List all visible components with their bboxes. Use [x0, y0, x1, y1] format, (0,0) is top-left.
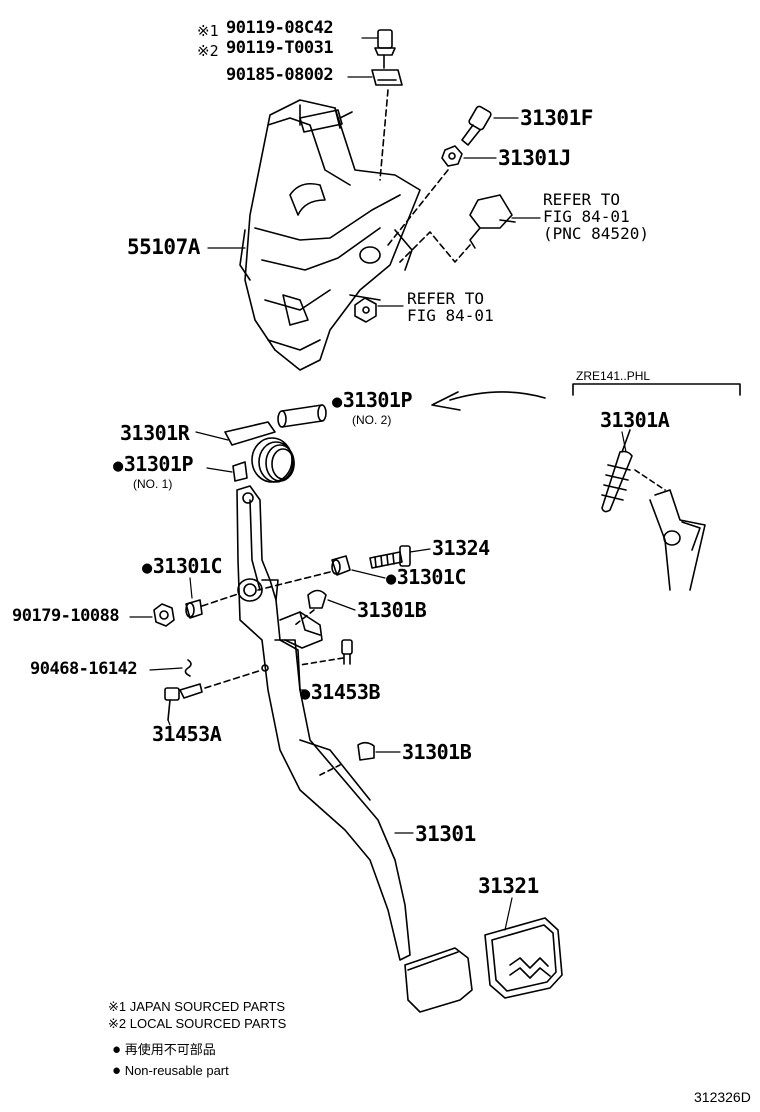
part-label-31301r: 31301R: [120, 421, 190, 445]
part-label-90179-10088: 90179-10088: [12, 606, 120, 626]
part-label-31321: 31321: [478, 874, 539, 898]
clip-90468: [184, 659, 192, 677]
pedal-pad: [404, 947, 473, 1013]
refer-note-1: REFER TO FIG 84-01 (PNC 84520): [543, 190, 649, 243]
bullet-icon: ●: [112, 1041, 122, 1058]
collar-31301c-left: [185, 599, 203, 619]
pedal-pad-cover: [484, 917, 563, 999]
legend-non-reusable-en: ● Non-reusable part: [112, 1063, 229, 1078]
part-label-31324: 31324: [432, 536, 490, 560]
bolt-31301f: [461, 105, 492, 146]
legend-en-text: Non-reusable part: [124, 1063, 229, 1078]
part-label-90119-t0031: 90119-T0031: [226, 38, 334, 58]
cushion-31301b-lower: [357, 741, 375, 761]
bullet-icon: ●: [112, 1062, 122, 1079]
leader-lines: [129, 37, 627, 931]
part-label-mark1: ※1: [197, 22, 219, 40]
legend-non-reusable-jp: ● 再使用不可部品: [112, 1042, 216, 1057]
part-label-31301: 31301: [415, 822, 476, 846]
refer-note-2-line1: REFER TO: [407, 289, 485, 308]
refer-note-2: REFER TO FIG 84-01: [407, 289, 494, 325]
part-label-31301b-lower: 31301B: [402, 740, 472, 764]
pin-31301p-no2: [277, 404, 327, 428]
collar-31301c-right: [331, 555, 351, 576]
part-label-31453b-text: 31453B: [310, 680, 381, 704]
part-sub-no1: (NO. 1): [133, 477, 173, 491]
part-label-31301p-no2: 31301P: [332, 388, 413, 412]
part-label-mark2: ※2: [197, 42, 219, 60]
pin-31453b: [341, 639, 353, 665]
figure-id: 312326D: [694, 1089, 751, 1105]
part-label-31301c-left-text: 31301C: [152, 554, 223, 578]
part-label-90119-08c42: 90119-08C42: [226, 18, 334, 38]
refer-note-1-line1: REFER TO: [543, 190, 621, 209]
brake-pedal-arm: [236, 485, 411, 961]
part-label-90185-08002: 90185-08002: [226, 65, 334, 85]
part-label-31301c-right: 31301C: [386, 565, 467, 589]
torsion-spring-31301r: [224, 421, 295, 483]
part-label-31453b: 31453B: [300, 680, 381, 704]
part-label-31301p-no1-text: 31301P: [123, 452, 194, 476]
part-label-90468-16142: 90468-16142: [30, 659, 138, 679]
part-label-55107a: 55107A: [127, 235, 200, 259]
refer-note-1-line2: FIG 84-01: [543, 206, 630, 226]
part-label-31453a: 31453A: [152, 722, 222, 746]
bushing-31301p-no1: [232, 461, 248, 482]
part-label-31301a: 31301A: [600, 408, 670, 432]
part-label-31301p-no1: 31301P: [113, 452, 194, 476]
variant-code: ZRE141..PHL: [576, 369, 651, 383]
part-label-31301c-left: 31301C: [142, 554, 223, 578]
legend-local-sourced: ※2 LOCAL SOURCED PARTS: [108, 1016, 287, 1031]
pedal-bracket: [239, 99, 421, 371]
pin-31453a: [164, 683, 203, 721]
direction-arrow: [431, 391, 546, 411]
legend-japan-sourced: ※1 JAPAN SOURCED PARTS: [108, 999, 286, 1014]
refer-note-1-line3: (PNC 84520): [543, 223, 649, 243]
part-label-31301b-upper: 31301B: [357, 598, 427, 622]
nut-31301j: [441, 145, 463, 167]
part-label-31301p-no2-text: 31301P: [342, 388, 413, 412]
part-label-31301f: 31301F: [520, 106, 593, 130]
part-sub-no2: (NO. 2): [352, 413, 392, 427]
nut-90179: [153, 603, 175, 627]
refer-note-2-line2: FIG 84-01: [407, 305, 494, 325]
clip-90185: [371, 69, 403, 86]
nut-lower: [354, 297, 377, 323]
part-label-31301j: 31301J: [498, 146, 571, 170]
stop-lamp-switch: [469, 194, 516, 249]
return-spring-detail: [601, 429, 706, 591]
cushion-31301b-upper: [307, 589, 327, 609]
bolt-90119: [374, 29, 396, 69]
bolt-31324: [369, 545, 411, 569]
part-label-31301c-right-text: 31301C: [396, 565, 467, 589]
legend-jp-text: 再使用不可部品: [124, 1042, 216, 1057]
